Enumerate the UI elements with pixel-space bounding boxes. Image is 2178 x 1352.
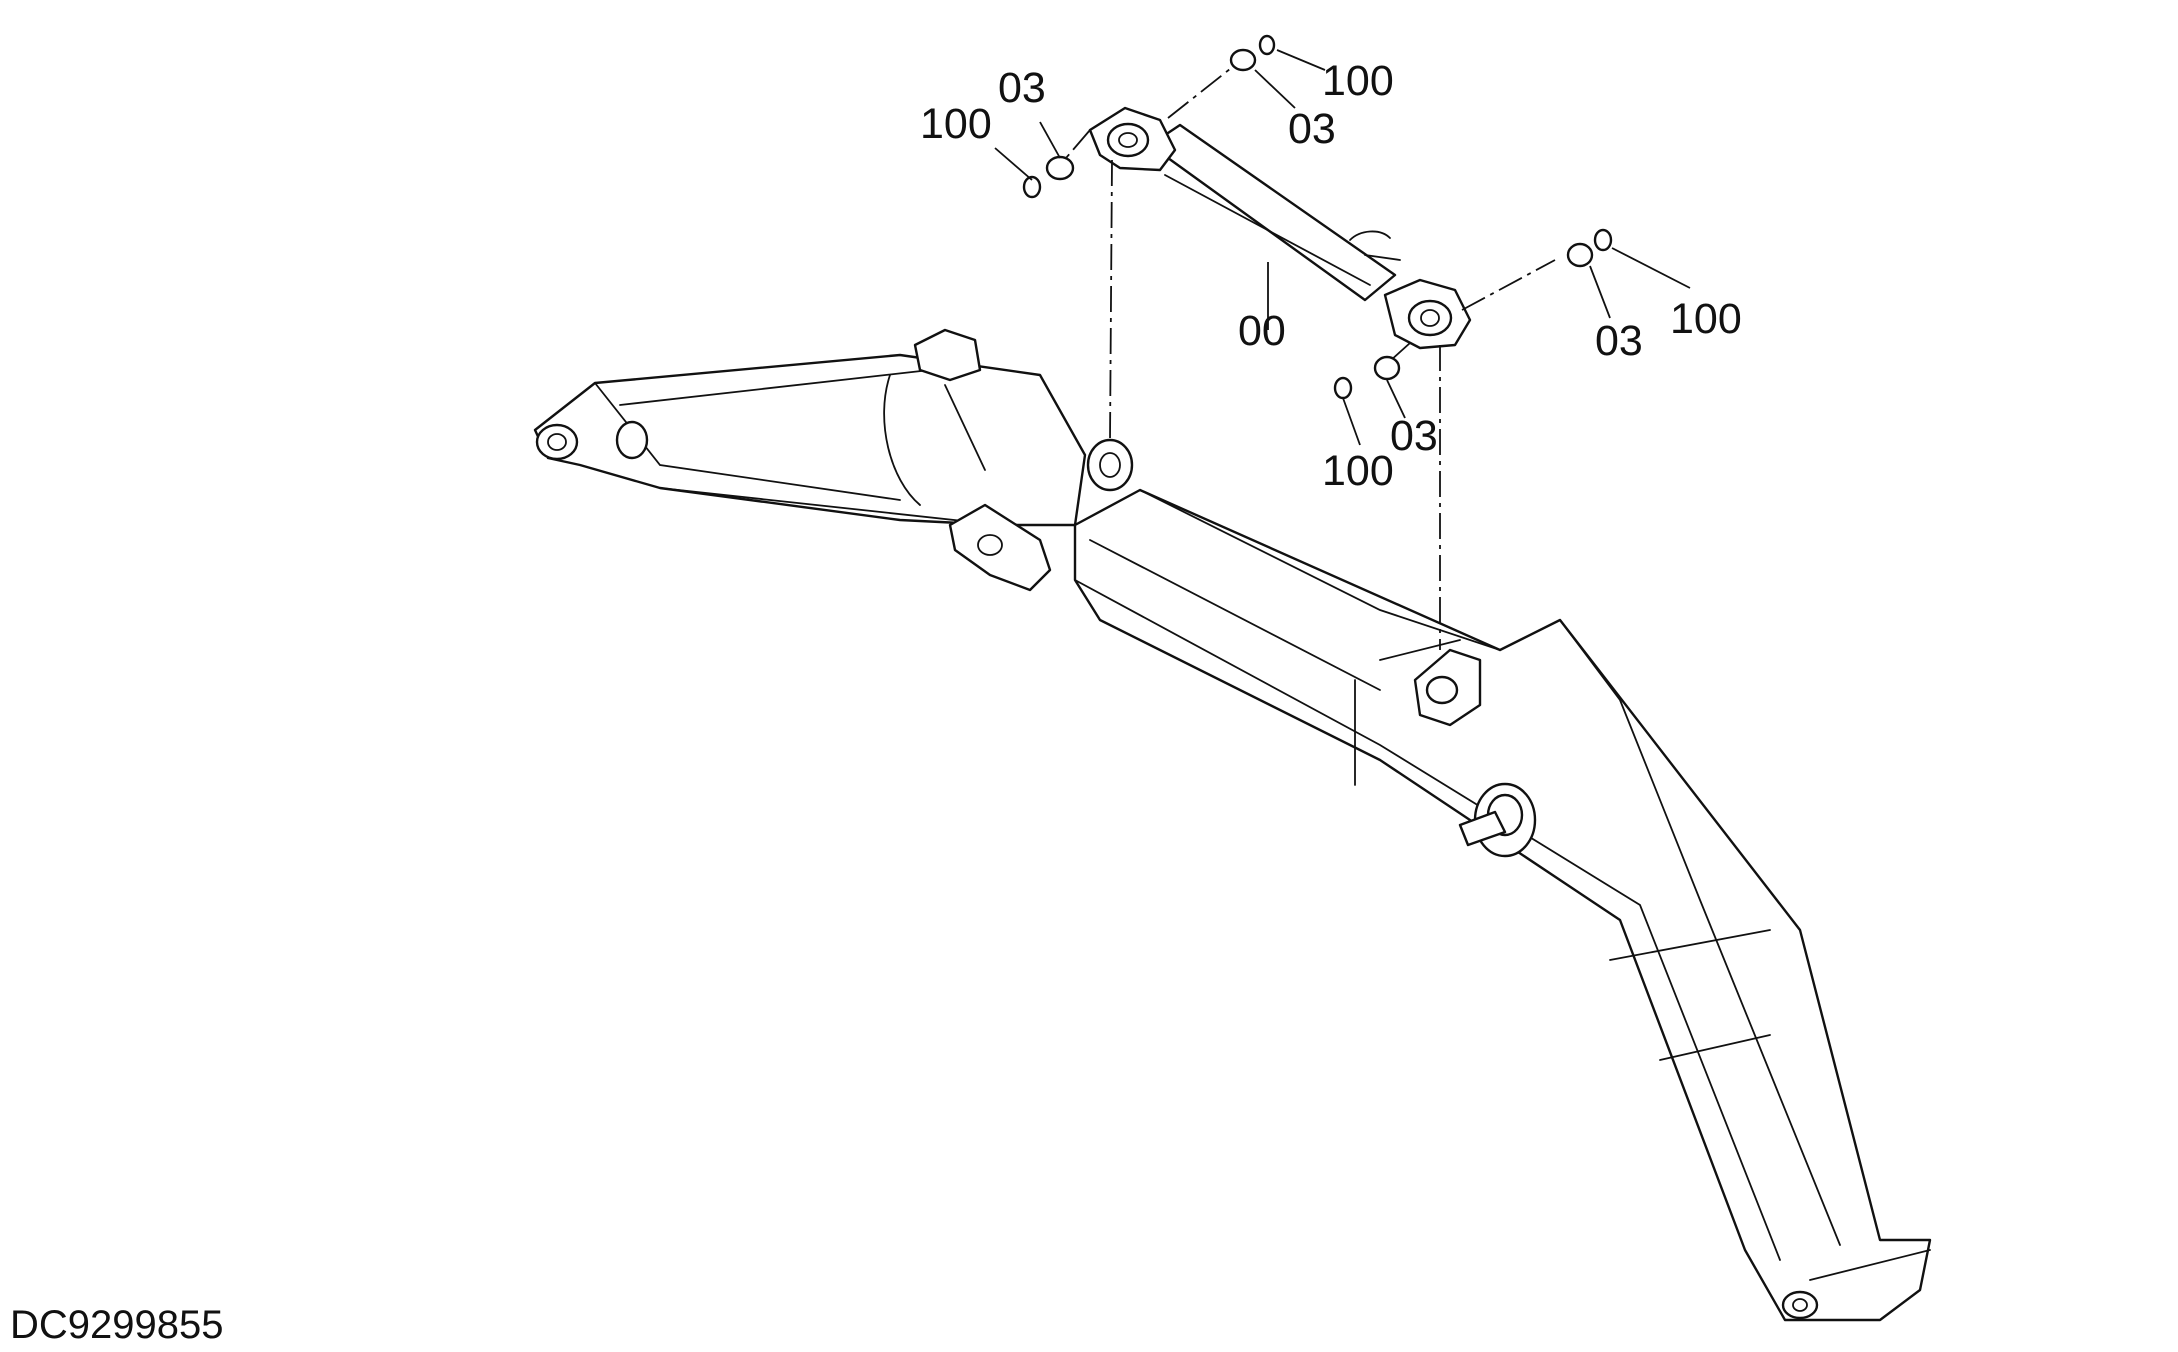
drawing-code: DC9299855 xyxy=(10,1303,224,1347)
boom-cylinder xyxy=(1088,106,1472,350)
callout-labels: 03 100 100 03 00 03 100 03 100 xyxy=(920,57,1742,495)
callout-00: 00 xyxy=(1238,307,1286,355)
callout-100-a: 100 xyxy=(920,100,992,148)
boom-assembly xyxy=(533,328,1932,1322)
bushing-upper-right xyxy=(1229,48,1257,72)
callout-03-d: 03 xyxy=(1390,412,1438,460)
seal-upper-left xyxy=(1022,175,1042,199)
callout-100-b: 100 xyxy=(1322,57,1394,105)
bushing-upper-left xyxy=(1045,155,1075,181)
bushing-lower xyxy=(1373,355,1401,381)
bushing-right xyxy=(1566,242,1594,268)
seal-upper-right xyxy=(1258,34,1276,56)
callout-100-c: 100 xyxy=(1670,295,1742,343)
callout-03-c: 03 xyxy=(1595,317,1643,365)
seal-right xyxy=(1593,228,1613,252)
callout-03-a: 03 xyxy=(998,64,1046,112)
alignment-lines xyxy=(1059,64,1556,650)
callout-100-d: 100 xyxy=(1322,447,1394,495)
callout-03-b: 03 xyxy=(1288,105,1336,153)
seal-lower xyxy=(1333,376,1353,400)
leader-lines xyxy=(994,49,1691,446)
